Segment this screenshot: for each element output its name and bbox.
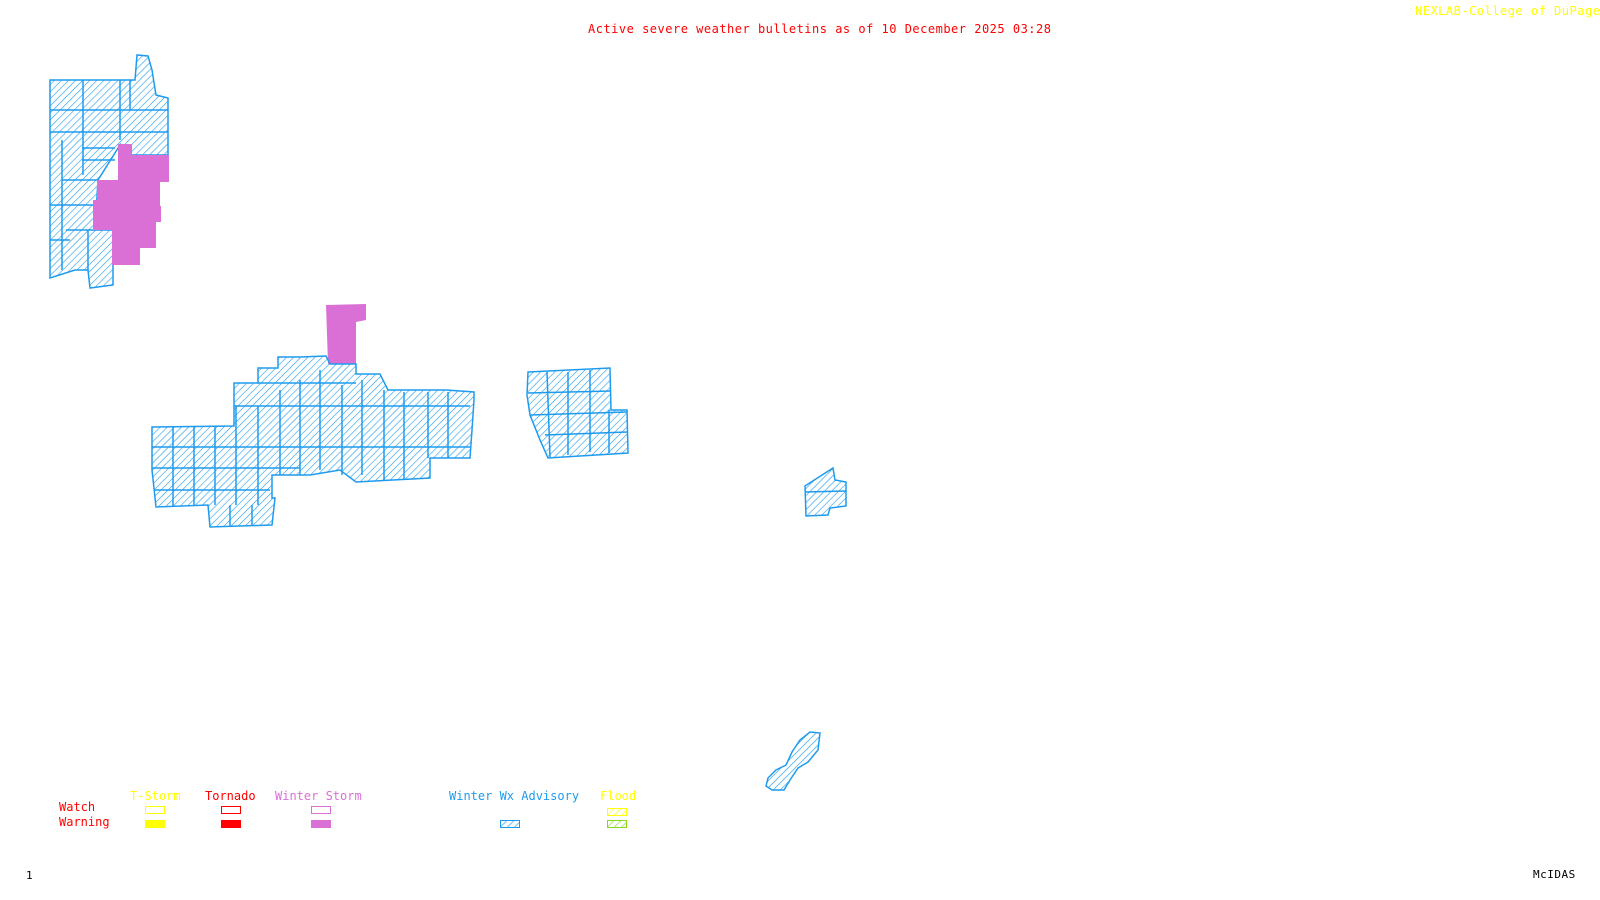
legend-winter-storm-label: Winter Storm: [275, 789, 362, 803]
ohio-area-advisory: [804, 466, 847, 517]
credit-label: NEXLAB-College of DuPage: [1415, 4, 1600, 18]
legend-flood-warning-swatch: [607, 820, 627, 828]
legend-tornado-label: Tornado: [205, 789, 256, 803]
legend-watch-label: Watch: [59, 800, 96, 814]
software-label: McIDAS: [1533, 868, 1576, 881]
legend-flood-label: Flood: [600, 789, 637, 803]
legend-tstorm-label: T-Storm: [130, 789, 181, 803]
map-title: Active severe weather bulletins as of 10…: [588, 22, 1052, 36]
central-plains-advisory: [151, 355, 475, 528]
north-winter-storm: [326, 304, 366, 364]
legend-winter-advisory-label: Winter Wx Advisory: [449, 789, 580, 803]
legend-winter-storm-warning-swatch: [311, 820, 331, 828]
appalachian-advisory: [765, 731, 821, 791]
legend-flood-watch-swatch: [607, 808, 627, 816]
legend-warning-label: Warning: [59, 815, 110, 829]
frame-number: 1: [26, 869, 34, 882]
legend-winter-advisory-swatch: [500, 820, 520, 828]
legend-winter-storm-watch-swatch: [311, 806, 331, 814]
legend-tstorm-watch-swatch: [145, 806, 165, 814]
iowa-area-advisory: [526, 367, 629, 459]
legend-tornado-warning-swatch: [221, 820, 241, 828]
legend-tstorm-warning-swatch: [145, 820, 165, 828]
legend-tornado-watch-swatch: [221, 806, 241, 814]
upper-midwest-winter-storm: [93, 144, 169, 265]
